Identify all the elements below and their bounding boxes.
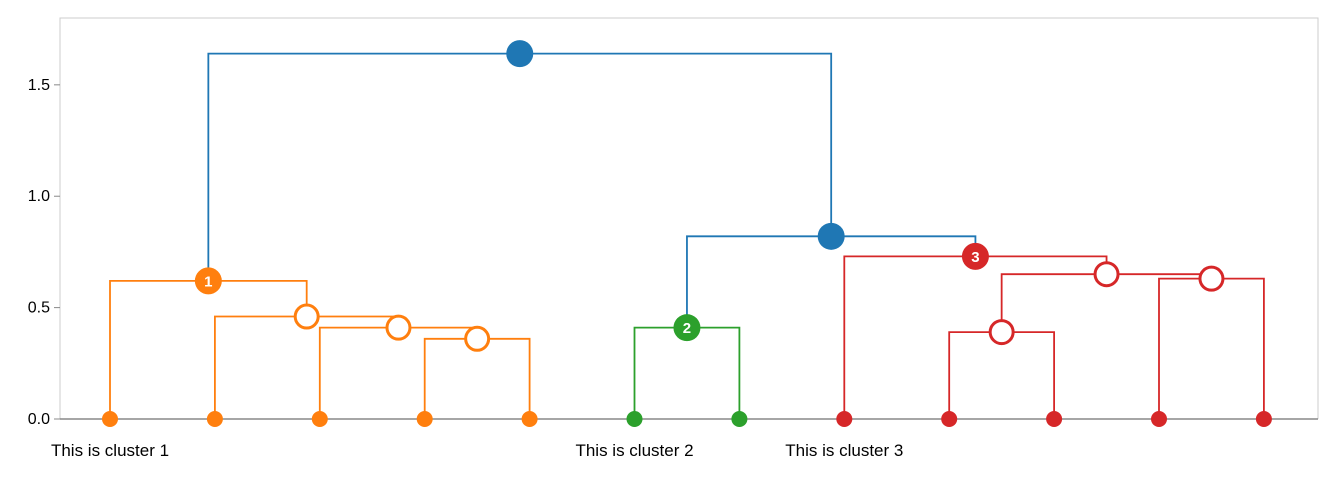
cluster-node-label: 3 — [971, 249, 979, 266]
dendrogram-link — [318, 326, 479, 419]
dendrogram-link — [686, 235, 977, 328]
leaf-node — [102, 411, 118, 427]
leaf-label: This is cluster 1 — [51, 441, 169, 460]
y-tick-label: 1.0 — [28, 188, 50, 205]
leaf-node — [521, 411, 538, 427]
leaf-node — [1046, 411, 1063, 427]
merge-node-root — [817, 222, 845, 250]
dendrogram-link — [207, 52, 833, 281]
leaf-label: This is cluster 3 — [785, 441, 903, 460]
y-tick-label: 1.5 — [28, 77, 50, 94]
leaf-node — [206, 411, 223, 427]
leaf-node — [941, 411, 958, 427]
leaf-node — [626, 411, 643, 427]
merge-node-open — [293, 303, 320, 330]
dendrogram-link — [948, 331, 1055, 419]
cluster-node-label: 1 — [204, 273, 212, 290]
y-tick-label: 0.5 — [28, 300, 50, 317]
leaf-node — [731, 411, 748, 427]
merge-node-open — [1093, 261, 1120, 288]
cluster-node — [194, 267, 222, 295]
dendrogram-link — [1158, 277, 1265, 419]
merge-node-open — [988, 319, 1015, 346]
leaf-node — [1255, 411, 1272, 427]
cluster-node — [673, 314, 701, 342]
merge-node-root — [506, 40, 534, 68]
merge-node-open — [385, 314, 412, 341]
cluster-node — [961, 242, 989, 270]
plot-frame — [59, 17, 1319, 419]
dendrogram-link — [109, 279, 308, 419]
leaf-node — [416, 411, 433, 427]
leaf-node — [836, 411, 853, 427]
leaf-node — [1151, 411, 1167, 427]
dendrogram-link — [214, 315, 400, 419]
merge-node-open — [464, 325, 491, 352]
cluster-node-label: 2 — [683, 320, 691, 337]
dendrogram-link — [633, 326, 741, 419]
dendrogram-link — [843, 255, 1108, 419]
merge-node-open — [1198, 265, 1225, 292]
y-tick-label: 0.0 — [28, 411, 50, 428]
leaf-node — [311, 411, 328, 427]
leaf-label: This is cluster 2 — [575, 441, 693, 460]
